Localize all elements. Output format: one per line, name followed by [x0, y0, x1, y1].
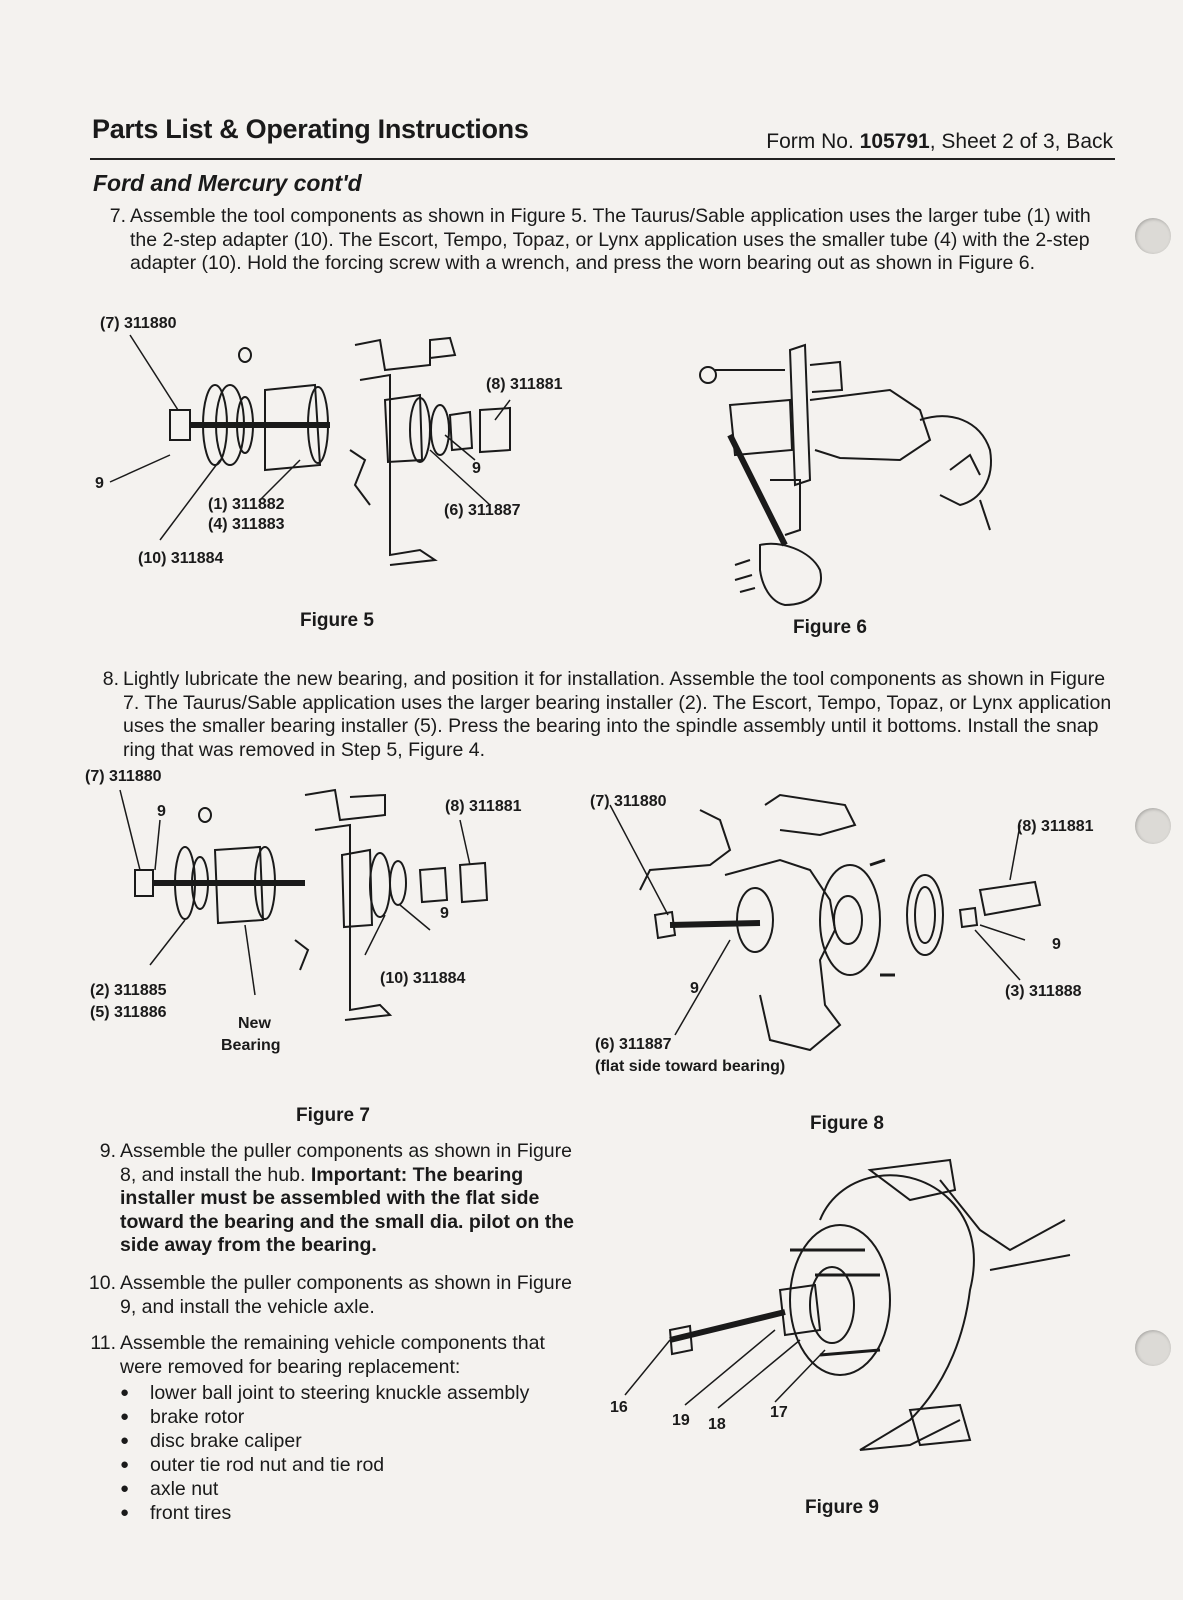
- label-part-10: (10) 311884: [380, 970, 466, 987]
- figure-5-drawing: [109, 334, 511, 566]
- component-list: lower ball joint to steering knuckle ass…: [120, 1381, 590, 1525]
- label-part-7: (7) 311880: [100, 315, 177, 332]
- label-part-7: (7) 311880: [590, 793, 667, 810]
- step-11: 11. Assemble the remaining vehicle compo…: [90, 1332, 590, 1525]
- label-part-9: 9: [690, 980, 699, 997]
- step-text: Assemble the remaining vehicle component…: [120, 1332, 545, 1378]
- step-number: 7.: [109, 205, 126, 227]
- label-part-9: 9: [95, 475, 104, 492]
- form-prefix: Form No.: [766, 130, 860, 153]
- label-part-19: 19: [672, 1412, 690, 1429]
- label-part-8: (8) 311881: [445, 798, 522, 815]
- header-divider: [90, 158, 1115, 160]
- list-item: outer tie rod nut and tie rod: [120, 1453, 590, 1477]
- step-7: 7. Assemble the tool components as shown…: [110, 205, 1115, 276]
- label-part-18: 18: [708, 1416, 726, 1433]
- label-part-5: (5) 311886: [90, 1004, 167, 1021]
- label-part-7: (7) 311880: [85, 768, 162, 785]
- figure-9: 16 19 18 17 Figure 9: [610, 1140, 1100, 1520]
- list-item: lower ball joint to steering knuckle ass…: [120, 1381, 590, 1405]
- label-part-16: 16: [610, 1399, 628, 1416]
- label-part-9: 9: [1052, 936, 1061, 953]
- label-new-bearing: New: [238, 1015, 271, 1032]
- binder-hole: [1135, 218, 1171, 254]
- binder-hole: [1135, 1330, 1171, 1366]
- label-part-8: (8) 311881: [486, 376, 563, 393]
- form-number: Form No. 105791, Sheet 2 of 3, Back: [766, 130, 1113, 154]
- figure-7-drawing: [119, 788, 489, 1021]
- step-important: Important: The bearing installer must be…: [120, 1163, 574, 1257]
- step-9: 9. Assemble the puller components as sho…: [100, 1140, 590, 1258]
- figure-caption: Figure 8: [810, 1113, 884, 1134]
- label-part-4: (4) 311883: [208, 516, 285, 533]
- label-part-9: 9: [472, 460, 481, 477]
- label-part-3: (3) 311888: [1005, 983, 1082, 1000]
- figure-caption: Figure 7: [296, 1105, 370, 1126]
- figure-8: (7) 311880 (8) 311881 9 9 (3) 311888 (6)…: [580, 790, 1100, 1140]
- figure-caption: Figure 9: [805, 1497, 879, 1518]
- step-8: 8. Lightly lubricate the new bearing, an…: [103, 668, 1115, 762]
- figure-7: (7) 311880 9 (8) 311881 9 (10) 311884 (2…: [80, 768, 580, 1135]
- step-text: Assemble the tool components as shown in…: [130, 205, 1091, 274]
- step-text: Assemble the puller components as shown …: [120, 1272, 572, 1318]
- label-part-9: 9: [440, 905, 449, 922]
- step-number: 8.: [102, 668, 119, 690]
- label-flat-side: (flat side toward bearing): [595, 1058, 786, 1075]
- figure-6: Figure 6: [690, 330, 1030, 660]
- list-item: brake rotor: [120, 1405, 590, 1429]
- figure-8-drawing: [609, 793, 1042, 1052]
- label-part-10: (10) 311884: [138, 550, 224, 567]
- list-item: axle nut: [120, 1477, 590, 1501]
- step-text: Assemble the puller components as shown …: [120, 1140, 572, 1186]
- label-part-8: (8) 311881: [1017, 818, 1094, 835]
- section-title: Ford and Mercury cont'd: [93, 170, 362, 196]
- binder-hole: [1135, 808, 1171, 844]
- label-part-6: (6) 311887: [444, 502, 521, 519]
- list-item: disc brake caliper: [120, 1429, 590, 1453]
- step-number: 10.: [88, 1272, 116, 1294]
- label-part-1: (1) 311882: [208, 496, 285, 513]
- step-text: Lightly lubricate the new bearing, and p…: [123, 668, 1112, 761]
- step-number: 9.: [99, 1140, 116, 1162]
- step-number: 11.: [90, 1332, 116, 1354]
- figure-caption: Figure 5: [300, 610, 374, 631]
- list-item: front tires: [120, 1501, 590, 1525]
- label-part-2: (2) 311885: [90, 982, 167, 999]
- page-title: Parts List & Operating Instructions: [92, 114, 529, 144]
- figure-caption: Figure 6: [793, 617, 867, 638]
- label-new-bearing: Bearing: [221, 1037, 281, 1054]
- figure-9-drawing: [624, 1158, 1071, 1451]
- label-part-6: (6) 311887: [595, 1036, 672, 1053]
- figure-5: (7) 311880 (8) 311881 9 9 (1) 311882 (4)…: [90, 310, 570, 650]
- form-suffix: , Sheet 2 of 3, Back: [929, 130, 1113, 153]
- figure-6-drawing: [699, 343, 992, 607]
- form-number-value: 105791: [859, 130, 930, 153]
- label-part-17: 17: [770, 1404, 788, 1421]
- label-part-9: 9: [157, 803, 166, 820]
- step-10: 10. Assemble the puller components as sh…: [89, 1272, 590, 1319]
